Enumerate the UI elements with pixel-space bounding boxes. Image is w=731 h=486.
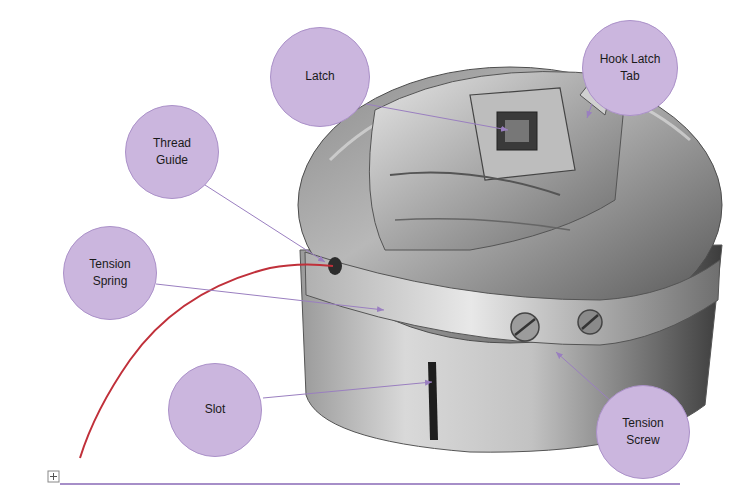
- callout-circle: Tension Screw: [596, 385, 690, 479]
- callout-circle: Latch: [270, 27, 370, 127]
- callout-label: Slot: [191, 401, 240, 418]
- callout-circle: Hook Latch Tab: [582, 20, 678, 116]
- callout-label: Thread Guide: [126, 135, 218, 170]
- callout-label: Hook Latch Tab: [583, 51, 677, 86]
- callout-circle: Thread Guide: [125, 105, 219, 199]
- callout-label: Latch: [291, 68, 348, 85]
- callout-label: Tension Spring: [64, 256, 156, 291]
- leader-lines: [156, 104, 612, 402]
- callout-label: Tension Screw: [597, 415, 689, 450]
- callout-circle: Tension Spring: [63, 226, 157, 320]
- callout-circle: Slot: [168, 363, 262, 457]
